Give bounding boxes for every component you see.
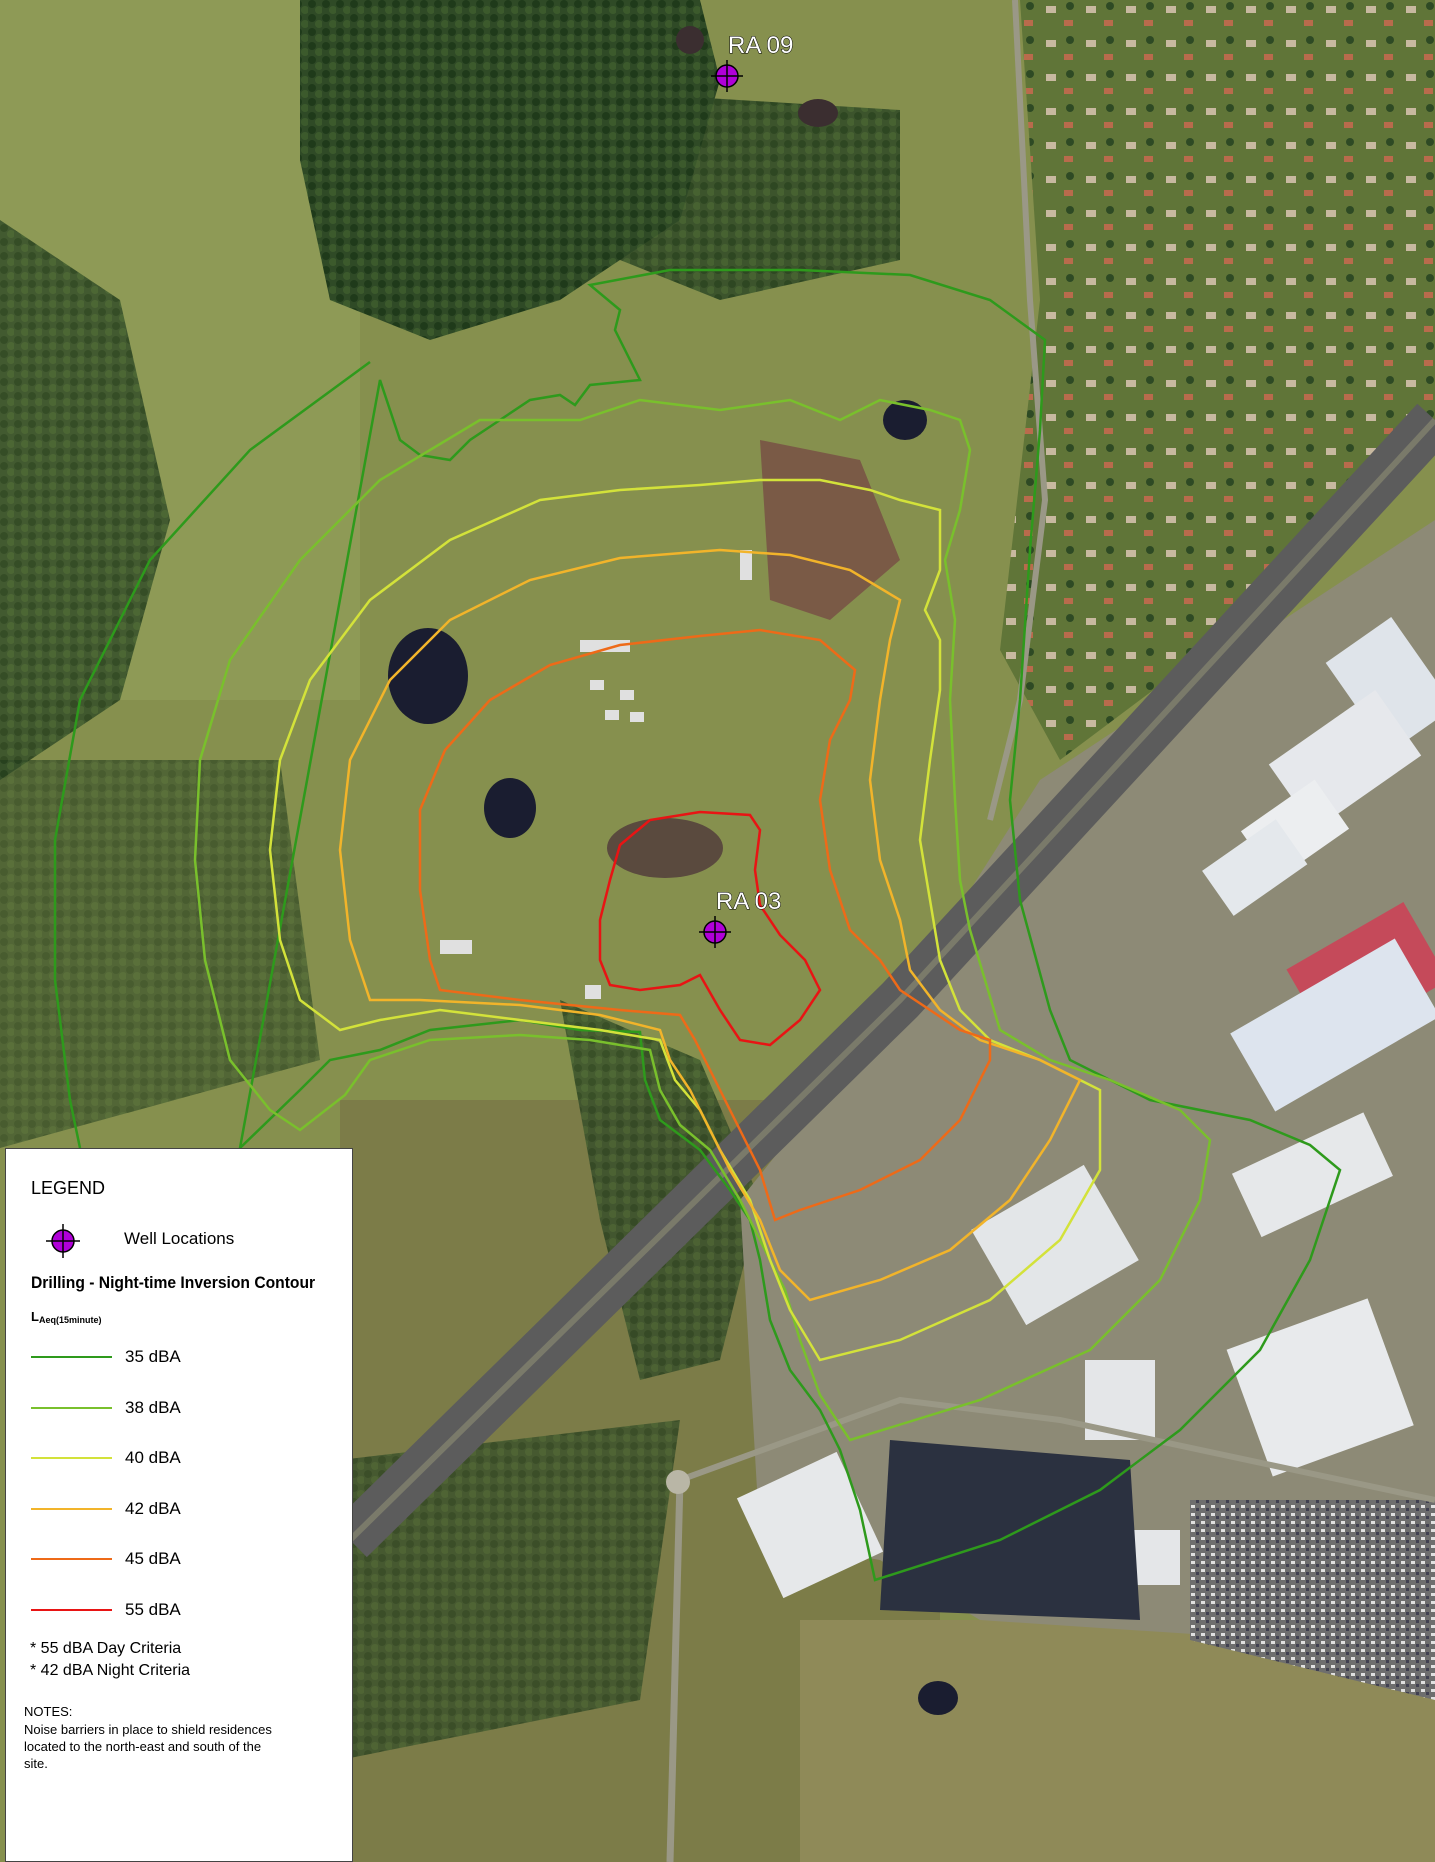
notes-title: NOTES: [24, 1704, 73, 1719]
dam-muddy [607, 818, 723, 878]
legend-contour-label: 55 dBA [125, 1600, 181, 1619]
building [1230, 938, 1435, 1112]
legend-swatch [31, 1609, 112, 1611]
crosshair-marker-icon [46, 1224, 80, 1258]
legend-contour-label: 35 dBA [125, 1347, 181, 1366]
legend-swatch [31, 1457, 112, 1459]
dam [388, 628, 468, 724]
well-ra09[interactable]: RA 09 [711, 32, 794, 92]
dam [918, 1681, 958, 1715]
well-label-ra03: RA 03 [716, 888, 781, 915]
forest-north [300, 0, 720, 340]
site-building [740, 550, 752, 580]
legend-swatch [31, 1407, 112, 1409]
well-label-ra09: RA 09 [728, 32, 793, 59]
legend-title: LEGEND [31, 1178, 106, 1198]
legend-metric-main: L [31, 1309, 39, 1324]
residential-area [1000, 0, 1435, 760]
legend-contour-35: 35 dBA [31, 1345, 331, 1369]
notes-text: Noise barriers in place to shield reside… [24, 1722, 272, 1771]
legend-well-locations: Well Locations [31, 1221, 331, 1261]
dam [798, 99, 838, 127]
legend-night-criteria: * 42 dBA Night Criteria [30, 1662, 191, 1679]
roundabout [666, 1470, 690, 1494]
site-building [630, 712, 644, 722]
forest-north-central [580, 90, 900, 300]
building [736, 1451, 884, 1599]
contour-42-dba [338, 548, 1082, 1302]
road-south-east [678, 1396, 1435, 1503]
forest-west-lower [0, 760, 320, 1148]
motorway-median [347, 417, 1435, 1543]
legend-contour-label: 45 dBA [125, 1549, 181, 1568]
road-south [666, 1479, 684, 1862]
legend-swatch [31, 1356, 112, 1358]
site-building [585, 985, 601, 999]
legend-subtitle: Drilling - Night-time Inversion Contour [31, 1273, 316, 1292]
dam [883, 400, 927, 440]
noise-contours [53, 268, 1342, 1582]
building [1130, 1530, 1180, 1585]
legend-contour-40: 40 dBA [31, 1446, 331, 1470]
legend-contour-55: 55 dBA [31, 1598, 331, 1622]
legend-metric-sub: Aeq(15minute) [38, 1315, 102, 1325]
building [1226, 1298, 1414, 1477]
legend-contour-label: 40 dBA [125, 1448, 181, 1467]
building [1202, 819, 1308, 916]
legend-swatch [31, 1558, 112, 1560]
car-park-cars [1190, 1500, 1435, 1700]
legend-contour-42: 42 dBA [31, 1497, 331, 1521]
legend-contour-45: 45 dBA [31, 1547, 331, 1571]
site-building [580, 640, 630, 652]
legend-metric: LAeq(15minute) [31, 1309, 101, 1325]
dam [676, 26, 704, 54]
forest-creek [560, 1000, 760, 1380]
contour-55-dba [598, 810, 822, 1047]
building [1325, 617, 1435, 753]
contour-38-dba [193, 398, 1212, 1442]
contour-40-dba [268, 478, 1102, 1362]
dam [484, 778, 536, 838]
contour-45-dba [418, 628, 992, 1222]
legend-contour-label: 42 dBA [125, 1499, 181, 1518]
legend-contour-38: 38 dBA [31, 1396, 331, 1420]
site-building [440, 940, 472, 954]
legend-swatch [31, 1508, 112, 1510]
forest-west [0, 220, 170, 780]
legend-panel: LEGEND Well Locations Drilling - Night-t… [5, 1148, 353, 1862]
site-building [590, 680, 604, 690]
site-building [605, 710, 619, 720]
forest-south [340, 1420, 680, 1760]
contour-35-dba [53, 268, 1342, 1582]
car-park-dark [880, 1440, 1140, 1620]
legend-day-criteria: * 55 dBA Day Criteria [30, 1640, 182, 1657]
legend-contour-label: 38 dBA [125, 1398, 181, 1417]
building [1231, 1112, 1393, 1238]
well-ra03[interactable]: RA 03 [699, 888, 782, 948]
dam-muddy [760, 440, 900, 620]
legend-well-label: Well Locations [124, 1229, 235, 1248]
road-north-south [987, 0, 1049, 821]
site-building [620, 690, 634, 700]
